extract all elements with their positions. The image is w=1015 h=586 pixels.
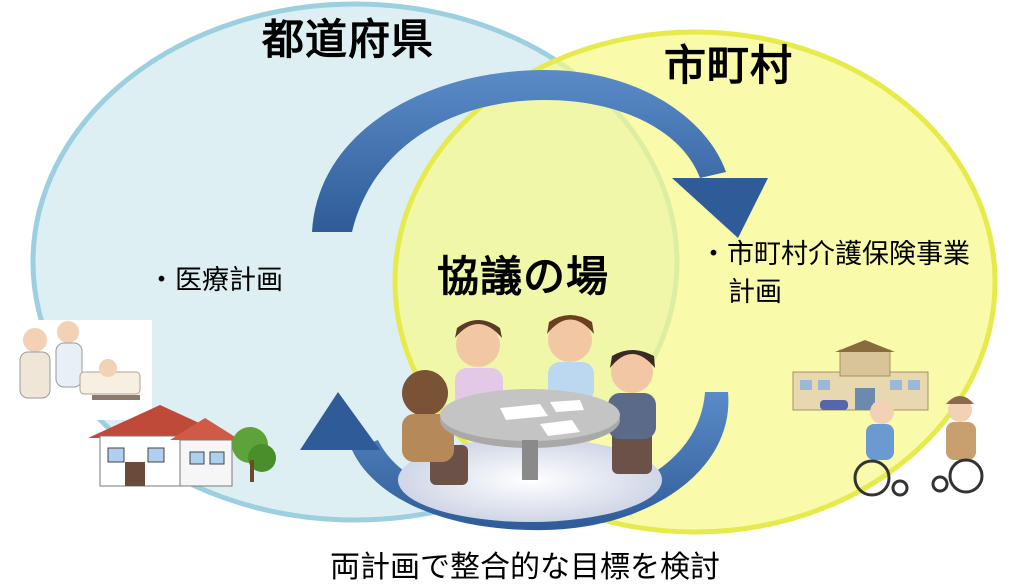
meeting-people-illustration (398, 315, 662, 522)
care-facility-illustration (792, 340, 929, 411)
wheelchair-seniors-illustration (853, 396, 984, 497)
prefecture-plan-item: ・医療計画 (148, 265, 283, 296)
municipality-plan-item-line1: ・市町村介護保険事業 (700, 239, 970, 270)
municipality-title: 市町村 (664, 41, 794, 90)
hospital-staff-illustration (0, 320, 152, 420)
prefecture-title: 都道府県 (262, 15, 435, 64)
municipality-plan-item-line2: 計画 (728, 277, 782, 308)
caption: 両計画で整合的な目標を検討 (330, 550, 720, 585)
top-curved-arrow (312, 70, 768, 238)
house-illustration (88, 405, 276, 487)
council-title: 協議の場 (437, 252, 610, 301)
